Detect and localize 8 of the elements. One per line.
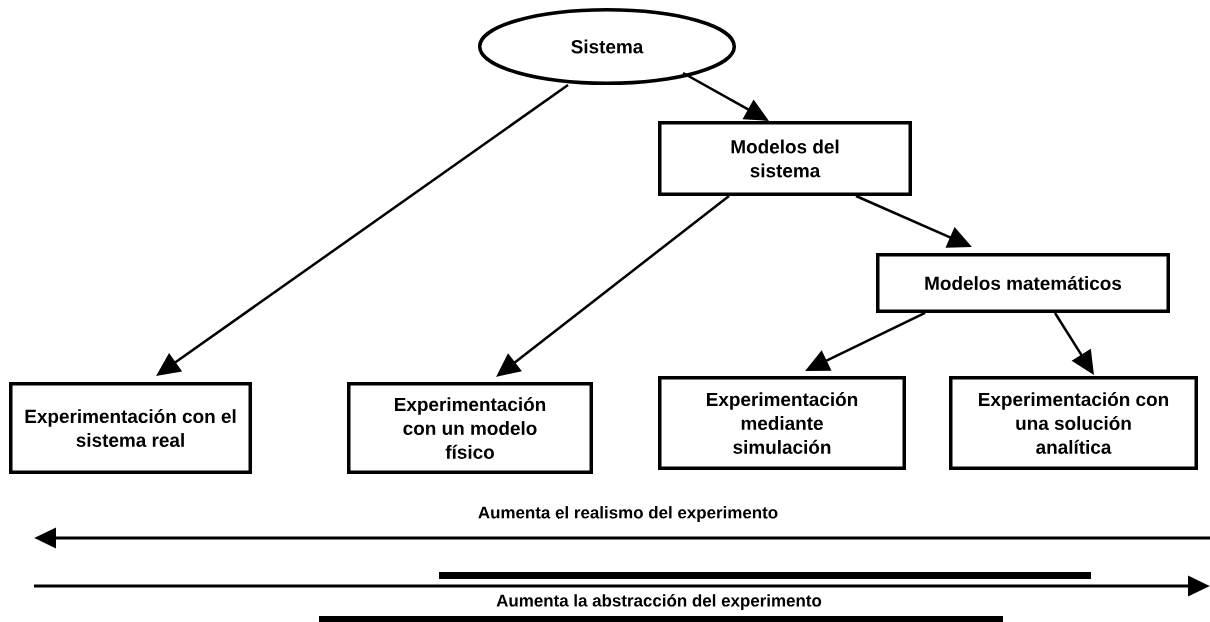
axis-label: Aumenta la abstracción del experimento (496, 594, 822, 610)
process-box: Experimentación con el sistema real (9, 382, 252, 474)
process-box: Experimentación con una solución analítica (949, 376, 1198, 470)
process-box: Experimentación con un modelo físico (347, 382, 593, 474)
axis-label: Aumenta el realismo del experimento (478, 506, 778, 522)
process-box: Modelos matemáticos (876, 253, 1170, 313)
process-box: Experimentación mediante simulación (658, 376, 906, 470)
process-box: Modelos del sistema (658, 121, 912, 196)
